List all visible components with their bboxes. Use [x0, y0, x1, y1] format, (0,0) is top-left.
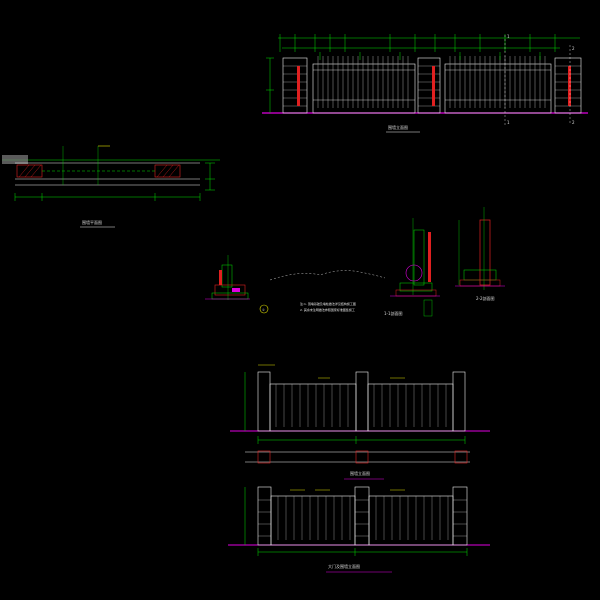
detail-marker: ①: [262, 308, 265, 312]
title-section-2: 2-2剖面图: [476, 295, 495, 301]
elevation-b: [230, 364, 490, 444]
section-marker-2-top: 2: [572, 46, 575, 51]
note-line-1: 注:1. 围墙基础及墙柱做法详见结构施工图: [300, 301, 356, 306]
title-elev-b: 围墙立面图: [350, 470, 370, 476]
title-main-elevation: 围墙立面图: [388, 124, 408, 130]
plan-strip: 围墙立面图: [245, 450, 470, 480]
section-marker-1-bottom: 1: [507, 120, 510, 125]
section-details: ① 注:1. 围墙基础及墙柱做法详见结构施工图 2. 其余未注明做法参照国家标准…: [205, 207, 505, 317]
title-plan: 围墙平面图: [82, 219, 102, 225]
section-marker-2-bottom: 2: [572, 120, 575, 125]
main-elevation: 1 1 2 2 围墙立面图: [262, 34, 588, 133]
elevation-c: 大门及围墙立面图: [228, 486, 490, 573]
title-elev-c: 大门及围墙立面图: [328, 563, 360, 569]
title-section-1: 1-1剖面图: [384, 310, 403, 316]
section-marker-1-top: 1: [507, 34, 510, 39]
note-line-2: 2. 其余未注明做法参照国家标准图集施工: [300, 307, 355, 312]
wall-plan: 围墙平面图: [2, 145, 220, 228]
